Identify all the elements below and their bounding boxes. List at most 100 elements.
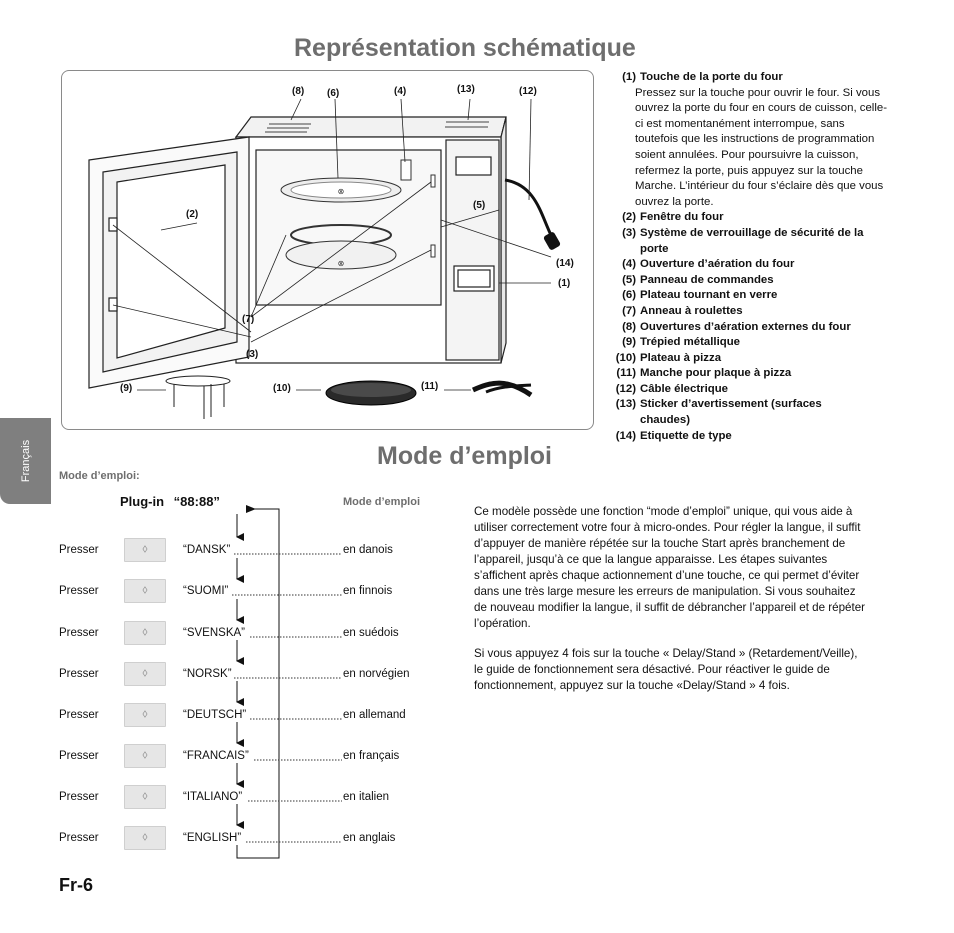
display-readout: “88:88” (173, 494, 220, 509)
legend-item: (12)Câble électrique (615, 382, 728, 395)
parts-legend: (1) Touche de la porte du four Pressez su… (608, 70, 888, 444)
action-label: Presser (59, 544, 99, 556)
callout-9: (9) (120, 383, 133, 394)
metal-trivet (165, 375, 231, 419)
start-button[interactable]: ◊ (124, 826, 166, 850)
language-display: “SUOMI” (183, 585, 229, 597)
language-side-tab: Français (0, 418, 51, 504)
start-button[interactable]: ◊ (124, 703, 166, 727)
language-row: Presser ◊ “ENGLISH” en anglais (0, 826, 440, 852)
start-button[interactable]: ◊ (124, 785, 166, 809)
callout-4: (4) (394, 86, 407, 97)
callout-1: (1) (558, 278, 571, 289)
callout-7: (7) (242, 314, 255, 325)
action-label: Presser (59, 627, 99, 639)
microwave-diagram: ⊗ ⊗ (88, 98, 561, 419)
loop-arrow (236, 505, 280, 859)
vent-slots (265, 121, 489, 133)
start-diamond-icon: ◊ (142, 585, 148, 597)
flow-arrows (236, 505, 280, 859)
start-diamond-icon: ◊ (142, 627, 148, 639)
legend-item: (10)Plateau à pizza (615, 351, 722, 364)
language-meaning: en suédois (343, 627, 399, 639)
language-row: Presser ◊ “FRANCAIS” en français (0, 744, 440, 770)
legend-item: (3)Système de verrouillage de sécurité d… (622, 226, 864, 255)
legend-item: (14)Etiquette de type (615, 429, 732, 442)
language-meaning: en italien (343, 791, 390, 803)
action-label: Presser (59, 791, 99, 803)
start-diamond-icon: ◊ (142, 544, 148, 556)
legend-item: (11)Manche pour plaque à pizza (616, 367, 792, 380)
start-diamond-icon: ◊ (142, 791, 148, 803)
action-label: Presser (59, 750, 99, 762)
callout-3: (3) (246, 349, 259, 360)
plugin-text: Plug-in (120, 494, 165, 509)
power-cable (504, 178, 553, 236)
language-meaning: en allemand (343, 709, 406, 721)
legend-item: (4)Ouverture d’aération du four (622, 258, 795, 271)
svg-text:⊗: ⊗ (338, 259, 345, 268)
pizza-handle (471, 380, 533, 398)
legend-item: (5)Panneau de commandes (622, 273, 774, 286)
start-diamond-icon: ◊ (142, 832, 148, 844)
callout-10: (10) (273, 383, 291, 394)
language-display: “DEUTSCH” (183, 709, 247, 721)
callout-5: (5) (473, 200, 486, 211)
language-row: Presser ◊ “DEUTSCH” en allemand (0, 703, 440, 729)
paragraph: Ce modèle possède une fonction “mode d’e… (474, 505, 866, 630)
callout-12: (12) (519, 86, 537, 97)
language-meaning: en français (343, 750, 400, 762)
legend-title: Touche de la porte du four (640, 71, 783, 83)
language-row: Presser ◊ “SUOMI” en finnois (0, 579, 440, 605)
inner-vent (430, 244, 436, 258)
language-list: Presser ◊ “DANSK” en danois Presser ◊ “S… (0, 538, 440, 858)
svg-text:⊗: ⊗ (338, 187, 345, 196)
start-button[interactable]: ◊ (124, 579, 166, 603)
side-tab-label: Français (19, 439, 32, 483)
language-display: “FRANCAIS” (183, 750, 249, 762)
callout-11: (11) (421, 381, 439, 392)
language-row: Presser ◊ “SVENSKA” en suédois (0, 621, 440, 647)
action-label: Presser (59, 832, 99, 844)
start-button[interactable]: ◊ (124, 538, 166, 562)
language-meaning: en anglais (343, 832, 396, 844)
start-diamond-icon: ◊ (142, 709, 148, 721)
action-label: Presser (59, 585, 99, 597)
callout-8: (8) (292, 86, 305, 97)
action-label: Presser (59, 709, 99, 721)
waveguide-cover (400, 159, 412, 181)
leader-lines (112, 98, 552, 391)
mode-label: Mode d’emploi: (59, 470, 140, 482)
legend-item: (2)Fenêtre du four (622, 211, 724, 224)
legend-item: (1) Touche de la porte du four Pressez su… (608, 70, 888, 210)
page-title: Représentation schématique (294, 34, 636, 62)
paragraph: Si vous appuyez 4 fois sur la touche « D… (474, 647, 858, 692)
legend-item: (6)Plateau tournant en verre (622, 289, 778, 302)
language-row: Presser ◊ “DANSK” en danois (0, 538, 440, 564)
oven-door (88, 136, 250, 389)
language-display: “NORSK” (183, 668, 232, 680)
callout-13: (13) (457, 84, 475, 95)
oven-body (234, 116, 507, 364)
start-button[interactable]: ◊ (124, 621, 166, 645)
legend-item: (9)Trépied métallique (622, 336, 741, 349)
legend-number: (1) (622, 71, 636, 83)
language-meaning: en norvégien (343, 668, 410, 680)
page-number: Fr-6 (59, 875, 94, 895)
legend-item: (13)Sticker d’avertissement (surfaces ch… (615, 398, 822, 427)
legend-description: Pressez sur la touche pour ouvrir le fou… (635, 86, 887, 208)
callout-14: (14) (556, 258, 574, 269)
section-title-mode: Mode d’emploi (377, 442, 552, 470)
inner-vent (430, 174, 436, 188)
language-display: “ITALIANO” (183, 791, 243, 803)
language-display: “SVENSKA” (183, 627, 245, 639)
language-row: Presser ◊ “NORSK” en norvégien (0, 662, 440, 688)
action-label: Presser (59, 668, 99, 680)
start-button[interactable]: ◊ (124, 662, 166, 686)
power-plug (543, 232, 561, 250)
language-meaning: en danois (343, 544, 393, 556)
callout-2: (2) (186, 209, 199, 220)
language-display: “ENGLISH” (183, 832, 242, 844)
start-button[interactable]: ◊ (124, 744, 166, 768)
language-display: “DANSK” (183, 544, 231, 556)
